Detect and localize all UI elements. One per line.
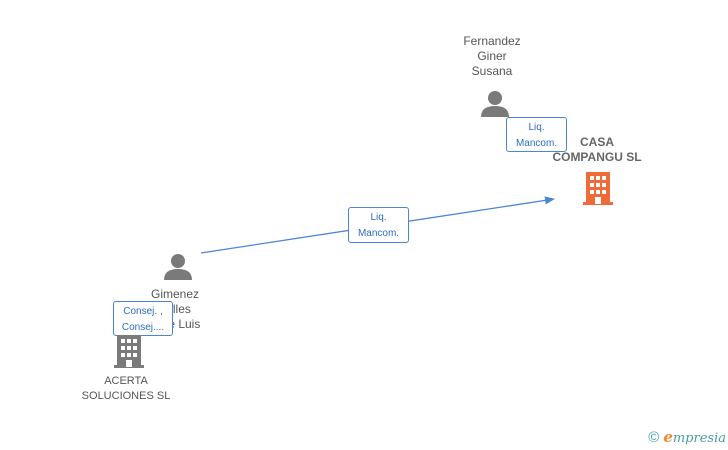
person-name-line: Giner [477, 49, 507, 63]
person-name-line: Susana [471, 64, 513, 78]
edge-label-fernandez-casa[interactable]: Liq. Mancom. [506, 117, 567, 152]
person-name-line: Gimenez [150, 287, 200, 301]
company-name-line: SOLUCIONES SL [81, 390, 171, 402]
brand-initial: e [663, 428, 673, 446]
person-label-fernandez[interactable]: Fernandez Giner Susana [452, 34, 532, 79]
company-label-acerta[interactable]: ACERTA SOLUCIONES SL [70, 374, 182, 404]
company-label-casa[interactable]: CASA COMPANGU SL [545, 135, 649, 165]
copyright-icon: © [648, 428, 660, 446]
edge-role-line: Mancom. [357, 228, 400, 239]
edge-role-line: Liq. [370, 212, 387, 223]
edge-role-line: Mancom. [515, 138, 558, 149]
company-name-line: ACERTA [104, 375, 148, 387]
brand-rest: mpresia [672, 431, 726, 446]
edge-role-line: Consej. , [123, 306, 163, 317]
edge-role-line: Consej.... [121, 322, 165, 333]
edge-label-gimenez-casa[interactable]: Liq. Mancom. [348, 207, 409, 243]
person-icon[interactable] [480, 89, 510, 119]
company-name-line: COMPANGU SL [552, 150, 642, 164]
person-name-line: Fernandez [463, 34, 521, 48]
brand-footer: © empresia [648, 428, 726, 446]
edge-role-line: Liq. [528, 122, 545, 133]
edge-label-acerta-gimenez[interactable]: Consej. , Consej.... [113, 301, 173, 336]
company-name-line: CASA [579, 135, 614, 149]
building-icon[interactable] [112, 333, 146, 369]
person-icon[interactable] [163, 252, 193, 282]
building-icon[interactable] [581, 170, 615, 206]
empresia-logo: empresia [663, 428, 726, 446]
